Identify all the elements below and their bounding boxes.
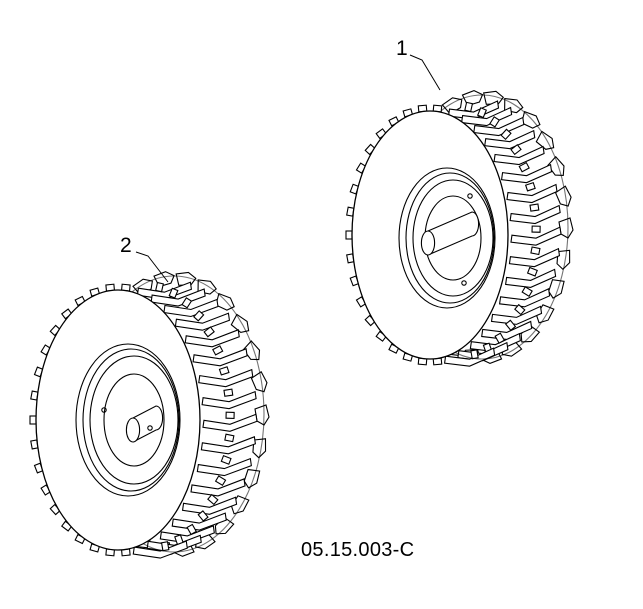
tread-block: [214, 475, 227, 487]
tread-block: [494, 332, 506, 344]
tread-block: [521, 286, 533, 297]
sidewall-lug: [29, 415, 37, 425]
tread-block: [510, 143, 522, 156]
tread-block: [203, 326, 215, 338]
tread-chevron: [192, 348, 248, 367]
tread-block: [504, 319, 517, 332]
axle-shaft: [132, 405, 164, 443]
tread-lug: [250, 370, 268, 393]
tread-block: [526, 266, 538, 277]
rim-ring: [89, 355, 179, 485]
tread-chevron: [190, 478, 246, 497]
tread-lug: [548, 279, 565, 299]
tread-lug: [254, 404, 270, 426]
tread-chevron: [500, 163, 553, 184]
tread-chevron: [469, 332, 521, 353]
rim-ring: [75, 343, 181, 497]
rim-ring: [398, 167, 496, 309]
tread-block: [530, 246, 541, 256]
tread-chevron: [201, 390, 257, 410]
tread-block: [155, 281, 164, 293]
tread-block: [181, 297, 193, 309]
tread-block: [476, 107, 488, 119]
sidewall-lug: [345, 230, 353, 240]
tread-lug: [482, 90, 505, 105]
tread-block: [212, 345, 224, 356]
hub-bolt: [101, 407, 107, 413]
hub-bolt: [147, 425, 153, 431]
tread-block: [223, 388, 234, 397]
callout-2-leader: [135, 251, 169, 283]
tread-chevron: [481, 320, 533, 341]
tread-block: [220, 454, 232, 465]
tread-block: [160, 541, 170, 552]
callout-1-label: 1: [396, 37, 408, 60]
tread-chevron: [181, 496, 238, 515]
tread-chevron: [498, 288, 551, 308]
tread-chevron: [443, 347, 496, 367]
tread-chevron: [508, 247, 561, 268]
tread-chevron: [171, 512, 227, 531]
tread-block: [197, 510, 209, 522]
tread-block: [225, 411, 235, 419]
tread-block: [207, 493, 219, 506]
figure-code: 05.15.003-C: [301, 539, 415, 561]
wheel-2-drawing: [29, 271, 270, 559]
tread-chevron: [132, 540, 188, 559]
tread-block: [524, 181, 536, 192]
tread-block: [218, 366, 230, 376]
tread-block: [500, 128, 512, 141]
axle-shaft: [427, 211, 480, 256]
tread-block: [224, 433, 235, 443]
tread-block: [193, 310, 205, 322]
tread-block: [518, 161, 530, 173]
rim-ring: [82, 348, 180, 492]
callout-1-leader: [409, 54, 441, 91]
tread-lug: [243, 468, 261, 489]
rim-ring: [412, 179, 494, 297]
tread-chevron: [493, 145, 545, 166]
hub-bolt: [467, 193, 473, 199]
tread-block: [489, 116, 501, 128]
wheel-1-drawing: [345, 90, 574, 367]
hub-bolt: [461, 280, 467, 286]
axle-end: [125, 417, 141, 443]
tread-block: [168, 287, 179, 299]
tread-lug: [558, 217, 574, 239]
tire-sidewall: [35, 289, 201, 551]
tread-chevron: [198, 368, 254, 388]
tread-chevron: [196, 457, 252, 477]
tread-chevron: [184, 329, 240, 348]
tread-block: [514, 303, 526, 316]
tread-block: [464, 101, 474, 113]
tread-block: [186, 523, 198, 536]
tread-block: [529, 203, 540, 212]
tread-chevron: [490, 305, 543, 325]
tread-chevron: [200, 436, 256, 455]
tread-block: [470, 349, 479, 360]
tread-block: [531, 225, 541, 233]
callout-2-label: 2: [120, 234, 132, 257]
hub-disc: [103, 373, 165, 467]
tread-chevron: [509, 204, 561, 225]
tread-chevron: [159, 525, 215, 544]
rim-ring: [405, 172, 495, 304]
tread-chevron: [510, 226, 562, 246]
tread-chevron: [504, 268, 557, 288]
tread-chevron: [202, 413, 258, 432]
tread-chevron: [506, 183, 558, 204]
axle-end: [420, 230, 436, 256]
